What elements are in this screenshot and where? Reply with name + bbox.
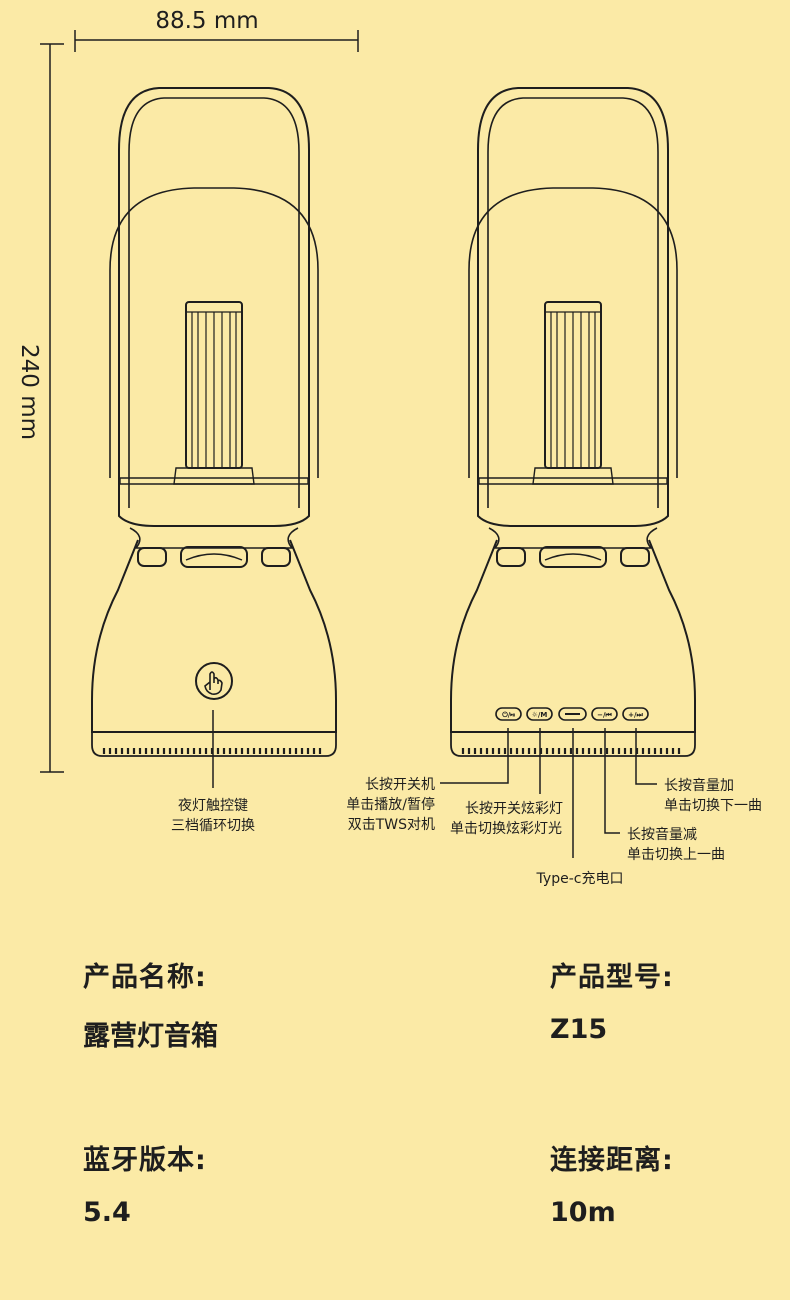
- product-model-value: Z15: [550, 1014, 608, 1045]
- power-note-line1: 长按开关机: [365, 777, 435, 793]
- touch-key-icon: [195, 662, 233, 700]
- power-note-line3: 双击TWS对机: [348, 817, 435, 833]
- power-button: [495, 707, 522, 721]
- volume-down-button: [591, 707, 618, 721]
- connection-distance-value: 10m: [550, 1197, 616, 1228]
- light-note-line2: 单击切换炫彩灯光: [450, 820, 562, 837]
- volume-up-note-line2: 单击切换下一曲: [664, 797, 762, 814]
- bluetooth-version-value: 5.4: [83, 1197, 131, 1228]
- touch-key-note-line2: 三档循环切换: [171, 817, 255, 834]
- button-panel: ⏻/⏯ ☼/M −/⏮ +/⏭: [495, 707, 649, 721]
- volume-up-button-icon: +/⏭: [628, 711, 643, 719]
- typec-note: Type-c充电口: [536, 871, 624, 887]
- volume-up-note-line1: 长按音量加: [664, 777, 734, 794]
- product-model-label: 产品型号:: [550, 962, 674, 993]
- product-name-value: 露营灯音箱: [83, 1021, 218, 1052]
- volume-down-note-line2: 单击切换上一曲: [627, 846, 725, 863]
- bluetooth-version-label: 蓝牙版本:: [83, 1145, 207, 1176]
- power-note-line2: 单击播放/暂停: [346, 796, 435, 813]
- touch-key-note-line1: 夜灯触控键: [178, 798, 248, 814]
- width-dimension: 88.5 mm: [74, 8, 359, 52]
- volume-down-note-line1: 长按音量减: [627, 826, 697, 843]
- product-name-block: 产品名称: 露营灯音箱: [83, 955, 218, 1053]
- power-button-icon: ⏻/⏯: [502, 711, 515, 719]
- product-model-block: 产品型号: Z15: [550, 955, 674, 1045]
- light-note-line1: 长按开关炫彩灯: [465, 801, 563, 817]
- lamp-back-view: [449, 86, 697, 758]
- height-label: 240 mm: [16, 344, 42, 440]
- volume-up-button: [622, 707, 649, 721]
- height-dimension: 240 mm: [16, 43, 64, 773]
- connection-distance-label: 连接距离:: [550, 1145, 674, 1176]
- product-name-label: 产品名称:: [83, 962, 207, 993]
- product-diagram: ⏻/⏯ ☼/M −/⏮ +/⏭ 88.5 mm 240 mm 夜灯触控键 三档循…: [16, 8, 762, 887]
- light-button-icon: ☼/M: [532, 711, 548, 719]
- lamp-front-view: [90, 86, 338, 758]
- volume-down-button-icon: −/⏮: [597, 711, 612, 719]
- width-label: 88.5 mm: [155, 8, 258, 34]
- light-button: [526, 707, 553, 721]
- bluetooth-version-block: 蓝牙版本: 5.4: [83, 1138, 207, 1228]
- typec-port: [558, 707, 587, 721]
- connection-distance-block: 连接距离: 10m: [550, 1138, 674, 1228]
